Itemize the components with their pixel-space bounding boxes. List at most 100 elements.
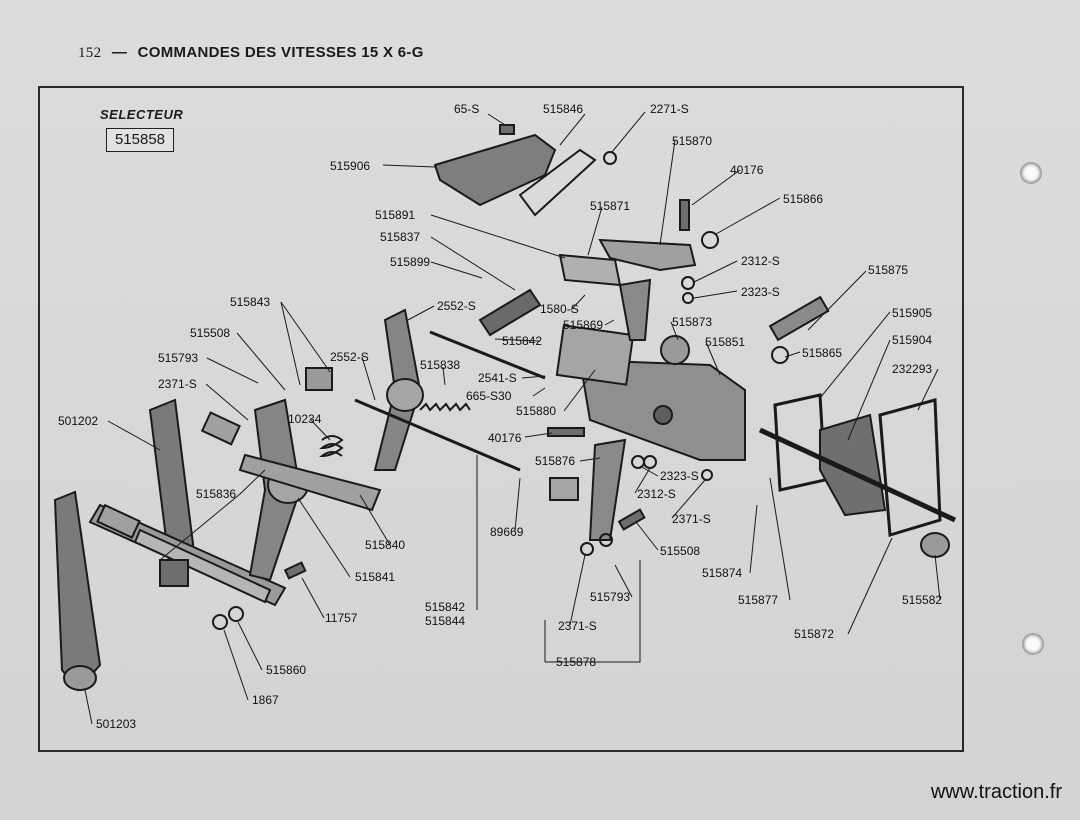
arm-515869 <box>618 278 652 341</box>
washer-2312b <box>643 455 657 469</box>
washer-2323a <box>682 292 694 304</box>
assembly-title: SELECTEUR <box>100 107 184 122</box>
label-89669: 89669 <box>490 525 524 539</box>
washer-515866 <box>701 231 719 249</box>
label-515871: 515871 <box>590 199 630 213</box>
roller-515836 <box>96 503 141 539</box>
part-labels: 65-S 515846 2271-S 515870 40176 515866 5… <box>58 102 942 731</box>
boot-515904 <box>819 413 887 517</box>
label-515844: 515844 <box>425 614 465 628</box>
rod-515842 <box>354 398 521 472</box>
rod-515891 <box>429 330 546 380</box>
washer-2371b <box>599 533 613 547</box>
label-515899: 515899 <box>390 255 430 269</box>
label-515508-left: 515508 <box>190 326 230 340</box>
washer-2271 <box>603 151 617 165</box>
binder-hole-top <box>1020 162 1042 184</box>
label-2371-s-left: 2371-S <box>158 377 197 391</box>
gear-lever <box>758 427 957 523</box>
label-10234: 10234 <box>288 412 322 426</box>
washer-515865 <box>771 346 789 364</box>
label-515878: 515878 <box>556 655 596 669</box>
label-515793-right: 515793 <box>590 590 630 604</box>
label-232293: 232293 <box>892 362 932 376</box>
label-515837: 515837 <box>380 230 420 244</box>
pin-40176b <box>547 427 585 437</box>
plate-232293 <box>878 398 942 537</box>
header-separator: — <box>111 44 128 61</box>
label-515905: 515905 <box>892 306 932 320</box>
label-515846: 515846 <box>543 102 583 116</box>
site-watermark: www.traction.fr <box>930 781 1062 803</box>
label-515842-bottom: 515842 <box>425 600 465 614</box>
label-2323-s-mid: 2323-S <box>660 469 699 483</box>
label-2371-s-bottom: 2371-S <box>558 619 597 633</box>
label-2312-s-top: 2312-S <box>741 254 780 268</box>
screw-515508 <box>617 508 646 531</box>
label-2552-s-mid: 2552-S <box>330 350 369 364</box>
screw-11757 <box>283 561 307 580</box>
pin-515875 <box>768 295 830 342</box>
label-515866: 515866 <box>783 192 823 206</box>
label-515838: 515838 <box>420 358 460 372</box>
label-2323-s-top: 2323-S <box>741 285 780 299</box>
lever-515876 <box>588 438 627 541</box>
label-65-s: 65-S <box>454 102 479 116</box>
label-2371-s-mid: 2371-S <box>672 512 711 526</box>
leader-lines <box>84 111 941 725</box>
parts-drawing <box>53 124 957 692</box>
label-515841: 515841 <box>355 570 395 584</box>
washer-1867 <box>212 614 228 630</box>
label-515860: 515860 <box>266 663 306 677</box>
washer-2371a <box>580 542 594 556</box>
washer-2323b <box>631 455 645 469</box>
page-title: COMMANDES DES VITESSES 15 X 6-G <box>137 44 424 61</box>
label-2552-s-top: 2552-S <box>437 299 476 313</box>
spline-hub <box>159 559 189 587</box>
bore-housing <box>653 405 673 425</box>
label-515874: 515874 <box>702 566 742 580</box>
hub-515837 <box>386 378 424 412</box>
label-665-s30: 665-S30 <box>466 389 512 403</box>
label-515836: 515836 <box>196 487 236 501</box>
label-515840: 515840 <box>365 538 405 552</box>
label-11757: 11757 <box>325 611 358 625</box>
label-515906: 515906 <box>330 159 370 173</box>
page-number: 152 <box>78 45 102 61</box>
washer-2371c <box>701 469 713 481</box>
bar-515836b <box>133 528 272 604</box>
eye-501203 <box>63 665 97 691</box>
fork-515870 <box>598 238 697 272</box>
label-515891: 515891 <box>375 208 415 222</box>
label-515870: 515870 <box>672 134 712 148</box>
label-515872: 515872 <box>794 627 834 641</box>
label-515904: 515904 <box>892 333 932 347</box>
label-40176-mid: 40176 <box>488 431 522 445</box>
knob-515582 <box>920 532 950 558</box>
label-2271-s: 2271-S <box>650 102 689 116</box>
label-515876: 515876 <box>535 454 575 468</box>
label-515851: 515851 <box>705 335 745 349</box>
label-2541-s: 2541-S <box>478 371 517 385</box>
page-header: 152 — COMMANDES DES VITESSES 15 X 6-G <box>78 44 424 62</box>
label-515873: 515873 <box>672 315 712 329</box>
block-89669 <box>549 477 579 501</box>
diagram-frame <box>38 86 964 752</box>
label-515842-mid: 515842 <box>502 334 542 348</box>
label-515843: 515843 <box>230 295 270 309</box>
block-515843 <box>305 367 333 391</box>
gasket-515846 <box>518 148 597 217</box>
label-515508-right: 515508 <box>660 544 700 558</box>
plate-515880 <box>555 324 635 386</box>
label-501202: 501202 <box>58 414 98 428</box>
label-515880: 515880 <box>516 404 556 418</box>
binder-hole-bottom <box>1022 633 1044 655</box>
spring-515838 <box>419 402 471 412</box>
washer-2312a <box>681 276 695 290</box>
spring-10234 <box>319 435 344 458</box>
cover-515906 <box>433 133 557 207</box>
label-501203: 501203 <box>96 717 136 731</box>
pin-40176a <box>679 199 690 231</box>
label-1580-s: 1580-S <box>540 302 579 316</box>
